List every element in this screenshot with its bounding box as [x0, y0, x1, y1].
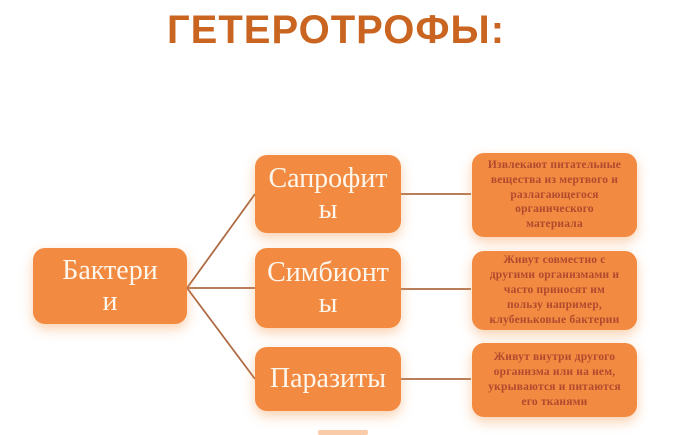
node-parasites: Паразиты [255, 347, 401, 411]
node-saprophytes-description: Извлекают питательные вещества из мертво… [472, 153, 637, 237]
slide-title: ГЕТЕРОТРОФЫ: [166, 8, 506, 52]
parasites-description-text: Живут внутри другого организма или на не… [488, 351, 621, 408]
connector-root-parasites [186, 287, 256, 380]
node-saprophytes: Сапрофит ы [255, 155, 401, 233]
node-saprophytes-label: Сапрофит ы [268, 162, 388, 225]
node-symbionts: Симбионт ы [255, 248, 401, 328]
bottom-edge-artifact [318, 430, 368, 435]
node-parasites-label: Паразиты [269, 363, 387, 395]
saprophytes-description-text: Извлекают питательные вещества из мертво… [487, 158, 622, 231]
node-symbionts-label: Симбионт ы [267, 256, 389, 319]
symbionts-description-text: Живут совместно с другими организмами и … [489, 254, 620, 326]
node-bacteria: Бактери и [33, 248, 187, 324]
node-bacteria-label: Бактери и [62, 254, 158, 317]
node-symbionts-description: Живут совместно с другими организмами и … [472, 251, 637, 330]
node-parasites-description: Живут внутри другого организма или на не… [472, 343, 637, 417]
connector-root-saprophytes [186, 193, 256, 289]
